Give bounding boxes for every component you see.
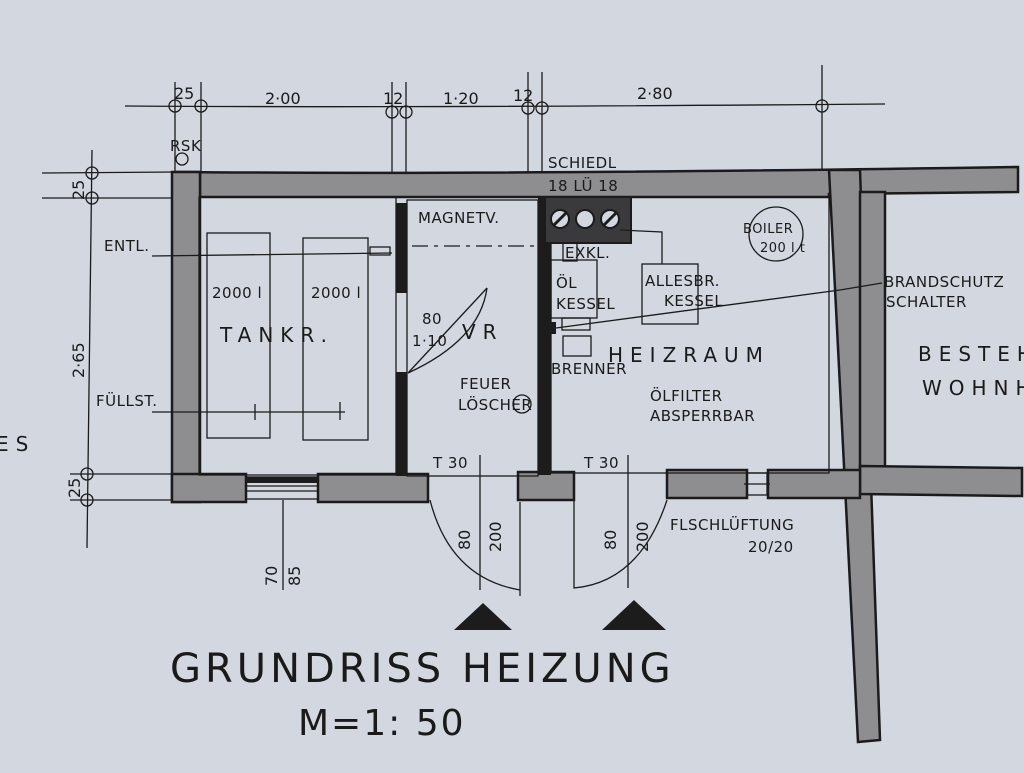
edge-fragment-label: ES [0, 432, 35, 456]
door-left-height: 200 [486, 521, 505, 552]
tank1-capacity: 2000 l [212, 284, 262, 302]
entrance-arrow-left [454, 603, 512, 630]
ventilation-opening [744, 472, 770, 496]
feuerloescher-label-2: LÖSCHER [458, 395, 532, 414]
t30-left-label: T 30 [432, 454, 468, 472]
t30-right-label: T 30 [583, 454, 619, 472]
tank2-capacity: 2000 l [311, 284, 361, 302]
allesbrenner-label-2: KESSEL [664, 292, 723, 310]
dim-top-12a: 12 [383, 89, 403, 108]
heizraum [544, 196, 883, 474]
plan-scale: M=1: 50 [298, 703, 466, 744]
walls [170, 165, 1024, 744]
feuerloescher-label-1: FEUER [460, 375, 511, 393]
door-right [573, 455, 668, 589]
dim-top-25: 25 [174, 84, 194, 103]
door-left [429, 455, 521, 596]
flschlueftung-label: FLSCHLÜFTUNG [670, 515, 794, 534]
door-right-height: 200 [633, 521, 652, 552]
exkl-label: EXKL. [565, 244, 610, 262]
absperrbar-label: ABSPERRBAR [650, 407, 755, 425]
flschlueftung-size: 20/20 [748, 538, 794, 556]
dim-top-12b: 12 [513, 86, 533, 105]
entrance-arrow-right [602, 600, 666, 630]
rsk-marker [175, 152, 189, 166]
brandschutz-label-1: BRANDSCHUTZ [884, 273, 1004, 291]
brenner-label: BRENNER [551, 360, 627, 378]
tank-room-label: TANKR. [219, 323, 334, 347]
adjacent-room-label-1: BESTEH [918, 342, 1024, 366]
dim-left-265: 2·65 [69, 342, 88, 378]
door-vr-height: 1·10 [412, 332, 447, 350]
boiler-label-1: BOILER [743, 222, 793, 237]
dim-left-25a: 25 [69, 180, 88, 200]
left-dimension-chain [41, 149, 200, 549]
boiler-label-2: 200 l t [760, 241, 805, 256]
rsk-label: RSK [170, 137, 202, 155]
brandschutz-label-2: SCHALTER [886, 293, 967, 311]
door-vr-width: 80 [422, 310, 442, 328]
entl-label: ENTL. [104, 237, 150, 255]
plan-title: GRUNDRISS HEIZUNG [170, 646, 675, 692]
window-height: 85 [285, 566, 304, 586]
tank-room [151, 196, 397, 476]
dim-top-200: 2·00 [265, 89, 301, 108]
window-width: 70 [262, 566, 281, 586]
dim-left-25b: 25 [65, 478, 84, 498]
door-left-width: 80 [455, 530, 474, 550]
door-right-width: 80 [601, 530, 620, 550]
magnetv-label: MAGNETV. [418, 209, 500, 227]
vr-room-label: VR [462, 320, 504, 344]
allesbrenner-label-1: ALLESBR. [645, 272, 720, 290]
dim-top-120: 1·20 [443, 89, 479, 108]
dim-top-280: 2·80 [637, 84, 673, 103]
schiedl-label: SCHIEDL [548, 154, 617, 172]
oelkessel-label-2: KESSEL [556, 295, 615, 313]
oelkessel-label-1: ÖL [556, 273, 577, 292]
top-dimension-chain [124, 65, 886, 180]
schiedl-sizes: 18 LÜ 18 [548, 176, 618, 195]
oelfilter-label: ÖLFILTER [650, 386, 723, 405]
vr-room [406, 199, 539, 477]
heizraum-label: HEIZRAUM [608, 343, 770, 367]
adjacent-room-label-2: WOHNH [922, 376, 1024, 400]
fuellst-label: FÜLLST. [96, 391, 158, 410]
